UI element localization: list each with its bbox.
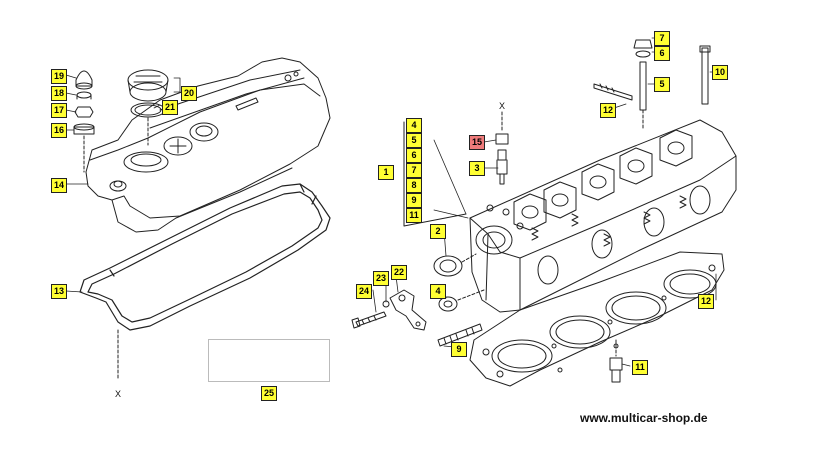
callout-2[interactable]: 2 [430, 224, 446, 239]
callout-9[interactable]: 9 [451, 342, 467, 357]
cross-ref-x-bottom: X [115, 389, 122, 399]
callout-group-7[interactable]: 7 [406, 163, 422, 178]
bracket-parts [351, 289, 427, 331]
callout-17[interactable]: 17 [51, 103, 67, 118]
callout-4[interactable]: 4 [430, 284, 446, 299]
callout-3[interactable]: 3 [469, 161, 485, 176]
callout-10[interactable]: 10 [712, 65, 728, 80]
callout-24[interactable]: 24 [356, 284, 372, 299]
cover-fasteners [73, 70, 95, 173]
callout-12-bottom[interactable]: 12 [698, 294, 714, 309]
sensor-part [495, 111, 509, 185]
stud-9 [437, 323, 483, 347]
callout-21[interactable]: 21 [162, 100, 178, 115]
callout-group-4[interactable]: 4 [406, 118, 422, 133]
callout-group-5[interactable]: 5 [406, 133, 422, 148]
callout-6[interactable]: 6 [654, 46, 670, 61]
callout-25[interactable]: 25 [261, 386, 277, 401]
group-leader [433, 139, 469, 219]
callout-15[interactable]: 15 [469, 135, 485, 150]
callout-1[interactable]: 1 [378, 165, 394, 180]
callout-23[interactable]: 23 [373, 271, 389, 286]
head-studs [593, 39, 711, 131]
callout-11[interactable]: 11 [632, 360, 648, 375]
callout-7[interactable]: 7 [654, 31, 670, 46]
callout-group-9[interactable]: 9 [406, 193, 422, 208]
blank-note-box [208, 339, 330, 382]
callout-19[interactable]: 19 [51, 69, 67, 84]
callout-group-11[interactable]: 11 [406, 208, 422, 223]
callout-14[interactable]: 14 [51, 178, 67, 193]
website-label[interactable]: www.multicar-shop.de [580, 411, 708, 425]
callout-16[interactable]: 16 [51, 123, 67, 138]
seal-parts [433, 253, 485, 312]
callout-5[interactable]: 5 [654, 77, 670, 92]
cylinder-head [469, 119, 737, 313]
cross-ref-x-top: X [499, 101, 506, 111]
callout-12-top[interactable]: 12 [600, 103, 616, 118]
group-bracket [403, 121, 467, 227]
callout-group-6[interactable]: 6 [406, 148, 422, 163]
callout-22[interactable]: 22 [391, 265, 407, 280]
head-gasket [469, 251, 725, 387]
callout-group-8[interactable]: 8 [406, 178, 422, 193]
callout-13[interactable]: 13 [51, 284, 67, 299]
valve-cover [85, 57, 331, 233]
dowel-11 [609, 339, 623, 383]
callout-20[interactable]: 20 [181, 86, 197, 101]
cover-gasket [79, 183, 331, 331]
callout-18[interactable]: 18 [51, 86, 67, 101]
